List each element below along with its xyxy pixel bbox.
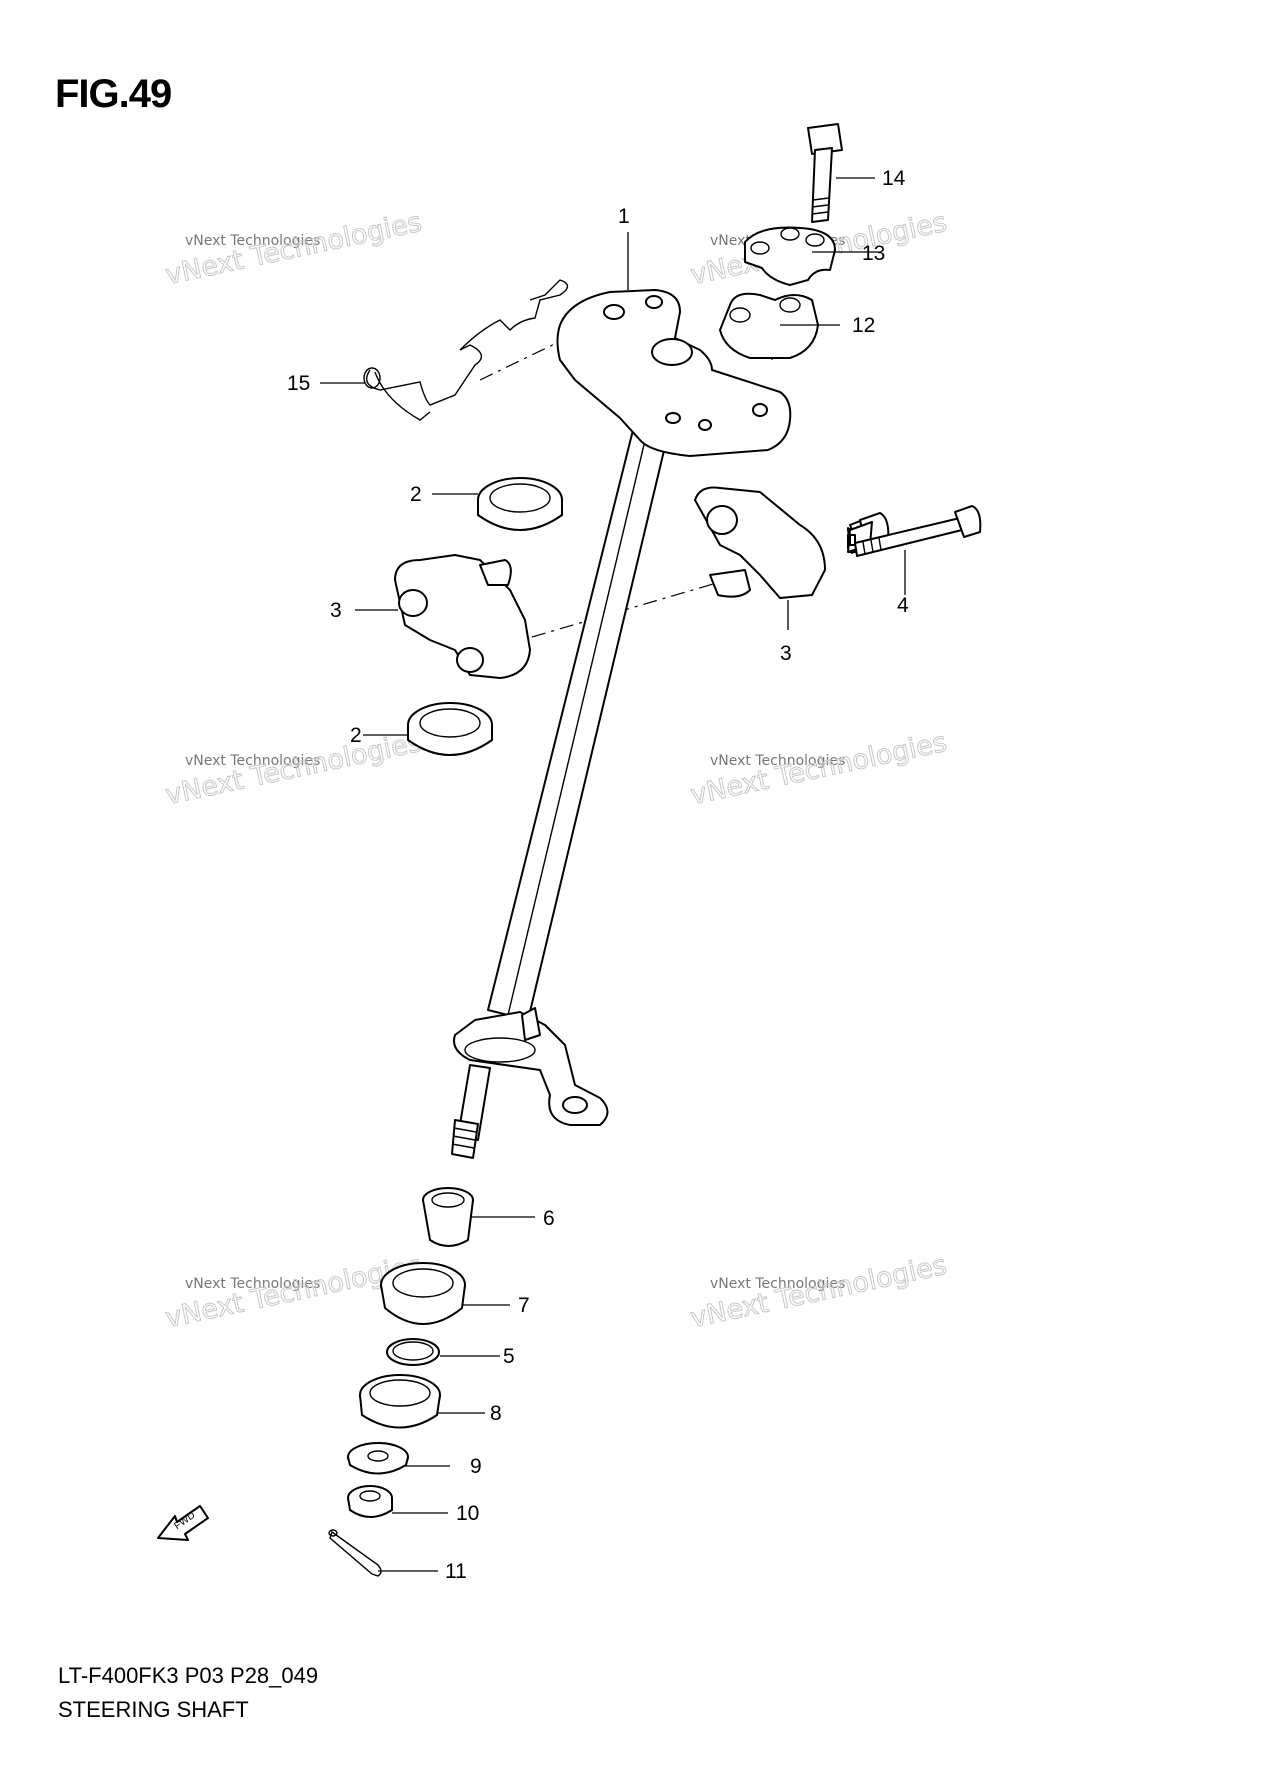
callout-12: 12 bbox=[852, 314, 875, 337]
callout-1: 1 bbox=[618, 205, 630, 228]
callout-10: 10 bbox=[456, 1502, 479, 1525]
figure-title: FIG.49 bbox=[55, 72, 172, 116]
holder-3-left bbox=[394, 554, 531, 679]
steering-shaft bbox=[451, 289, 792, 1159]
bushing-2-lower bbox=[407, 702, 493, 756]
callout-7: 7 bbox=[518, 1294, 530, 1317]
watermark: vNext Technologies vNext Technologies bbox=[162, 206, 425, 292]
cotter-pin-11 bbox=[328, 1529, 382, 1577]
watermark: vNext Technologies vNext Technologies bbox=[687, 1249, 950, 1335]
watermark-line1: vNext Technologies bbox=[185, 233, 320, 249]
bolt-4-shaft bbox=[854, 505, 982, 557]
watermark-line1: vNext Technologies bbox=[710, 1276, 845, 1292]
callout-3-right: 3 bbox=[780, 642, 792, 665]
bushing-2-upper bbox=[477, 477, 563, 531]
clamp-12 bbox=[719, 292, 819, 359]
callout-6: 6 bbox=[543, 1207, 555, 1230]
bearing-7 bbox=[380, 1262, 466, 1325]
leader-lines bbox=[320, 177, 906, 1572]
watermark: vNext Technologies vNext Technologies bbox=[687, 726, 950, 812]
callout-9: 9 bbox=[470, 1455, 482, 1478]
callout-15: 15 bbox=[287, 372, 310, 395]
watermark-line1: vNext Technologies bbox=[185, 1276, 320, 1292]
holder-3-right bbox=[694, 486, 826, 599]
callout-8: 8 bbox=[490, 1402, 502, 1425]
callout-5: 5 bbox=[503, 1345, 515, 1368]
callout-2-upper: 2 bbox=[410, 483, 422, 506]
callouts: 1 14 13 12 15 2 3 3 4 2 6 7 5 8 9 10 11 bbox=[287, 167, 909, 1583]
watermark: vNext Technologies vNext Technologies bbox=[162, 726, 425, 812]
clip-15 bbox=[363, 279, 569, 421]
oring-5 bbox=[386, 1338, 440, 1366]
callout-11: 11 bbox=[445, 1560, 467, 1583]
fwd-arrow-icon: FWD bbox=[157, 1505, 209, 1541]
callout-3-left: 3 bbox=[330, 599, 342, 622]
model-code: LT-F400FK3 P03 P28_049 bbox=[58, 1663, 319, 1688]
watermark-line1: vNext Technologies bbox=[710, 753, 845, 769]
bolt-14 bbox=[807, 123, 843, 223]
collar-6 bbox=[422, 1187, 474, 1247]
seal-8 bbox=[359, 1374, 441, 1429]
part-name: STEERING SHAFT bbox=[58, 1697, 249, 1722]
callout-13: 13 bbox=[862, 242, 885, 265]
callout-4: 4 bbox=[897, 594, 909, 617]
washer-9 bbox=[347, 1442, 409, 1475]
clamp-13 bbox=[744, 226, 836, 286]
callout-14: 14 bbox=[882, 167, 906, 190]
callout-2-lower: 2 bbox=[350, 724, 362, 747]
nut-10 bbox=[347, 1485, 393, 1518]
watermark-line1: vNext Technologies bbox=[185, 753, 320, 769]
